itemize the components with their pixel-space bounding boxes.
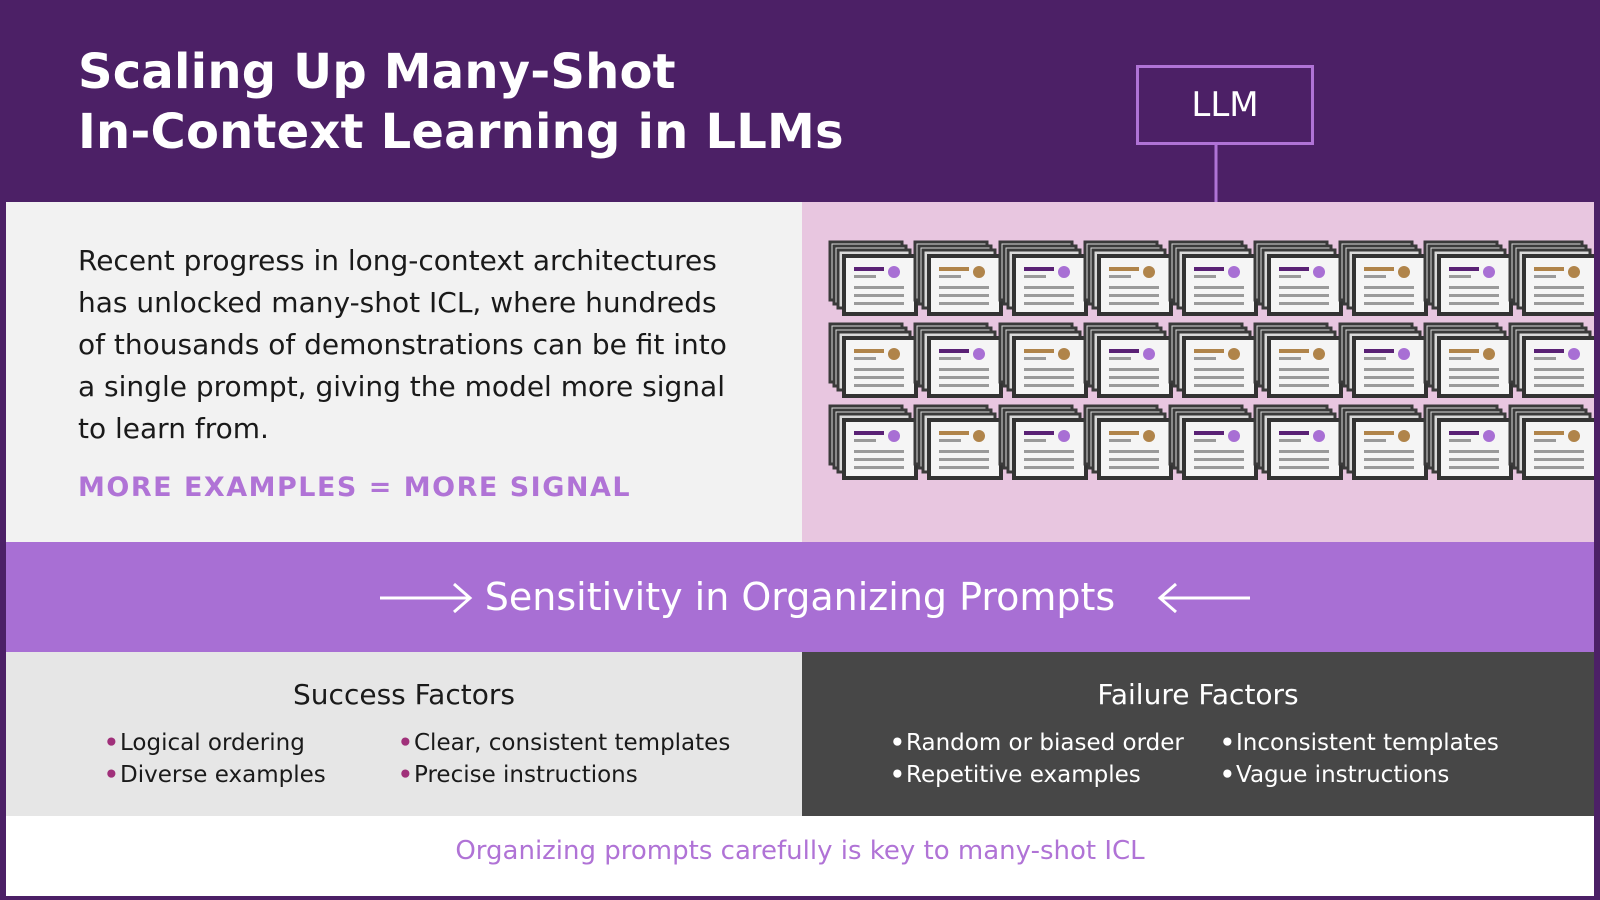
prompt-card-icon (1508, 240, 1594, 316)
list-item: •Precise instructions (398, 759, 730, 791)
prompt-card-icon (913, 404, 1003, 480)
prompt-card-icon (1083, 404, 1173, 480)
prompt-card-icon (1338, 240, 1428, 316)
list-item: •Vague instructions (1220, 759, 1499, 791)
failure-factors-title: Failure Factors (1097, 678, 1299, 711)
bullet-icon: • (398, 730, 413, 756)
bullet-icon: • (890, 730, 905, 756)
prompt-card-icon (1168, 240, 1258, 316)
prompt-card-icon (1083, 322, 1173, 398)
prompt-card-icon (1508, 404, 1594, 480)
bullet-icon: • (1220, 730, 1235, 756)
list-item: •Diverse examples (104, 759, 326, 791)
sensitivity-title: Sensitivity in Organizing Prompts (484, 575, 1116, 619)
success-factors-list-2: •Clear, consistent templates •Precise in… (398, 727, 730, 791)
demonstrations-panel (802, 202, 1594, 542)
arrow-right-icon (380, 582, 473, 614)
list-item: •Inconsistent templates (1220, 727, 1499, 759)
sensitivity-band: Sensitivity in Organizing Prompts (6, 542, 1594, 652)
list-item: •Repetitive examples (890, 759, 1184, 791)
prompt-card-icon (913, 240, 1003, 316)
list-item: •Clear, consistent templates (398, 727, 730, 759)
prompt-card-icon (1253, 404, 1343, 480)
prompt-card-icon (1423, 404, 1513, 480)
bullet-icon: • (398, 762, 413, 788)
failure-factors-list-1: •Random or biased order •Repetitive exam… (890, 727, 1184, 791)
list-item: •Logical ordering (104, 727, 326, 759)
prompt-card-icon (1168, 322, 1258, 398)
title-line-1: Scaling Up Many-Shot (78, 44, 676, 100)
prompt-card-icon (1423, 322, 1513, 398)
arrow-left-icon (1157, 582, 1250, 614)
description-panel: Recent progress in long-context architec… (6, 202, 802, 542)
prompt-card-icon (1338, 322, 1428, 398)
prompt-card-icon (828, 404, 918, 480)
prompt-card-icon (998, 322, 1088, 398)
bullet-icon: • (104, 730, 119, 756)
prompt-card-icon (1253, 240, 1343, 316)
description-tagline: MORE EXAMPLES = MORE SIGNAL (78, 472, 632, 503)
page-title: Scaling Up Many-Shot In-Context Learning… (78, 42, 844, 162)
success-factors-panel: Success Factors •Logical ordering •Diver… (6, 652, 802, 816)
demonstration-cards-grid (828, 240, 1594, 480)
title-line-2: In-Context Learning in LLMs (78, 104, 844, 160)
success-factors-list-1: •Logical ordering •Diverse examples (104, 727, 326, 791)
bullet-icon: • (104, 762, 119, 788)
prompt-card-icon (1423, 240, 1513, 316)
prompt-card-icon (913, 322, 1003, 398)
prompt-card-icon (998, 240, 1088, 316)
prompt-card-icon (1508, 322, 1594, 398)
footer-panel: Organizing prompts carefully is key to m… (6, 816, 1594, 896)
llm-box: LLM (1136, 65, 1314, 145)
failure-factors-list-2: •Inconsistent templates •Vague instructi… (1220, 727, 1499, 791)
prompt-card-icon (1338, 404, 1428, 480)
bullet-icon: • (890, 762, 905, 788)
failure-factors-panel: Failure Factors •Random or biased order … (802, 652, 1594, 816)
prompt-card-icon (828, 322, 918, 398)
bullet-icon: • (1220, 762, 1235, 788)
footer-text: Organizing prompts carefully is key to m… (455, 836, 1145, 866)
prompt-card-icon (828, 240, 918, 316)
prompt-card-icon (998, 404, 1088, 480)
list-item: •Random or biased order (890, 727, 1184, 759)
prompt-card-icon (1168, 404, 1258, 480)
prompt-card-icon (1253, 322, 1343, 398)
success-factors-title: Success Factors (293, 678, 515, 711)
prompt-card-icon (1083, 240, 1173, 316)
description-text: Recent progress in long-context architec… (78, 244, 727, 445)
